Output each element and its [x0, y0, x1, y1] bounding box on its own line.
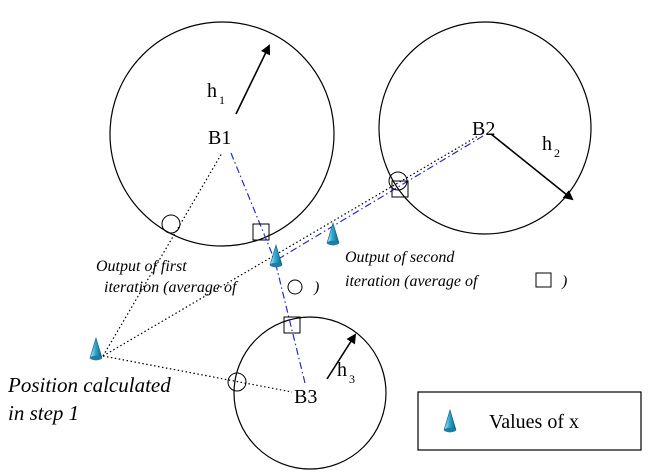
intersection-circle-1: [161, 214, 181, 234]
cone-marker-first-iteration: [269, 244, 283, 268]
cone-marker-step1: [89, 337, 103, 361]
step1-line1: Position calculated: [7, 373, 171, 397]
dotted-line-to-b1: [102, 152, 223, 357]
first-iteration-close: ): [313, 279, 319, 296]
range-arrow-h2: [490, 133, 574, 201]
dashdot-line-b3: [274, 260, 306, 384]
beacon-label-b2: B2: [472, 118, 495, 140]
range-arrow-h3: [326, 333, 357, 380]
second-iteration-close: ): [561, 273, 567, 290]
first-iteration-circle-icon: [287, 279, 303, 295]
intersection-square-3: [283, 316, 301, 334]
beacon-label-b1: B1: [208, 127, 231, 149]
first-iteration-line1: Output of first: [96, 258, 187, 275]
first-iteration-line2: iteration (average of: [104, 279, 239, 296]
intersection-square-1: [252, 223, 270, 241]
range-sub-h3: 3: [349, 372, 355, 386]
range-arrow-h1: [235, 44, 271, 115]
range-circle-b1: [109, 21, 335, 247]
cone-marker-second-iteration: [326, 222, 340, 246]
intersection-circle-3: [227, 372, 247, 392]
step1-line2: in step 1: [8, 401, 79, 425]
second-iteration-line1: Output of second: [345, 249, 455, 266]
range-label-h2: h: [542, 133, 552, 155]
dashdot-line-b1: [230, 152, 276, 262]
range-sub-h1: 1: [219, 93, 225, 107]
beacon-label-b3: B3: [294, 386, 317, 408]
dotted-line-to-b2: [102, 135, 479, 357]
second-iteration-square-icon: [535, 272, 552, 288]
dotted-line-to-b3: [102, 355, 293, 393]
range-sub-h2: 2: [554, 146, 560, 160]
legend-label: Values of x: [489, 411, 579, 433]
intersection-square-2: [391, 180, 409, 198]
range-label-h3: h: [337, 359, 347, 381]
range-circle-b2: [378, 21, 592, 235]
dashdot-line-b2: [274, 135, 484, 262]
range-label-h1: h: [207, 80, 217, 102]
legend-box: [417, 391, 642, 451]
range-circle-b3: [233, 316, 387, 470]
second-iteration-line2: iteration (average of: [345, 273, 480, 290]
